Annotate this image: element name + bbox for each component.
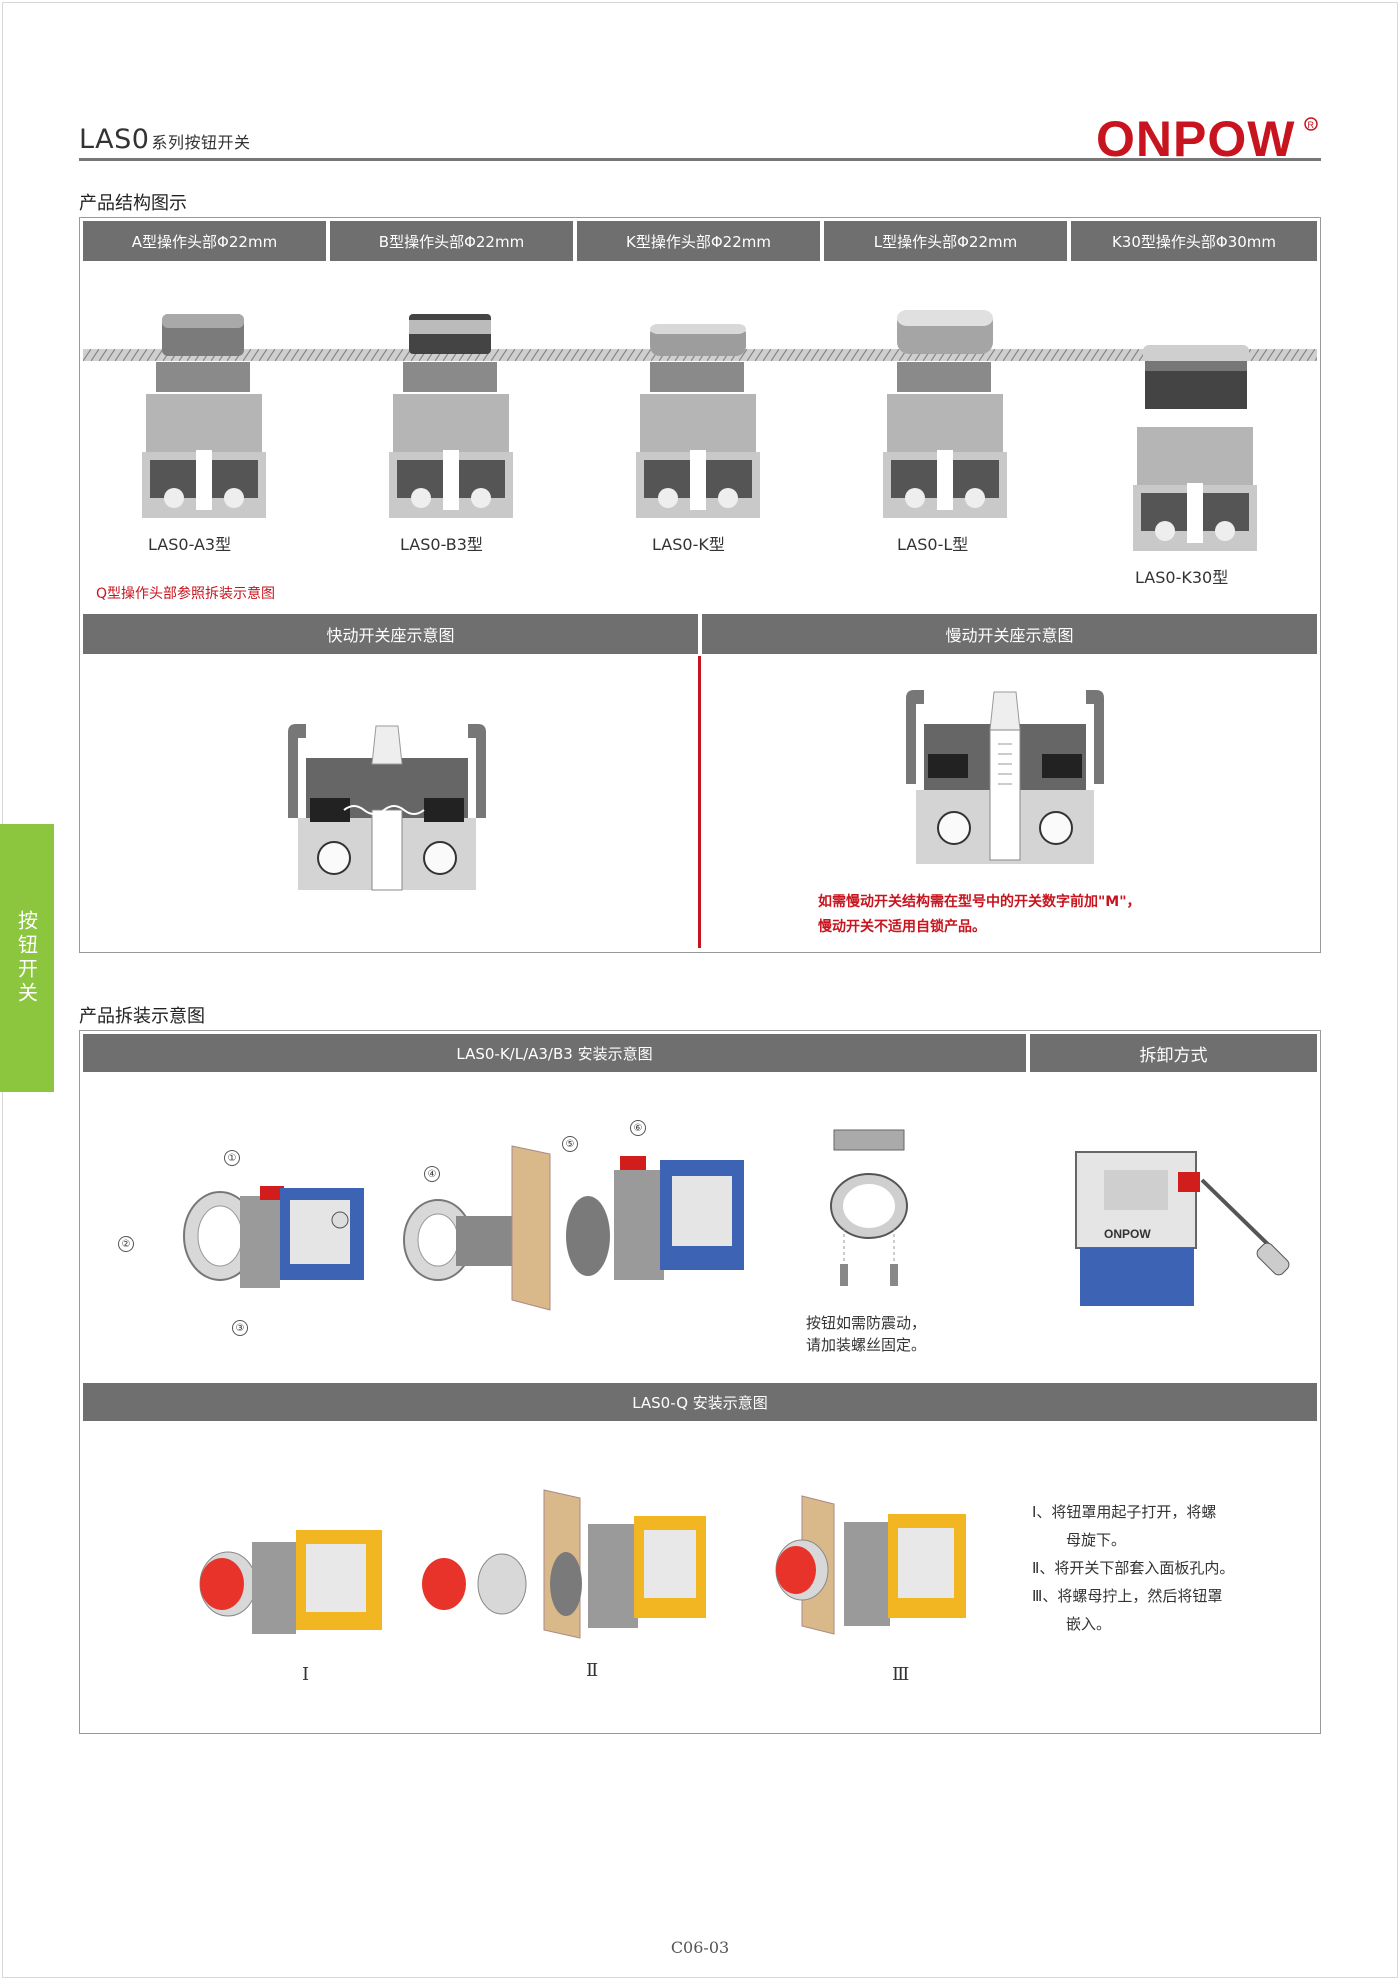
install-header: LAS0-K/L/A3/B3 安装示意图	[83, 1034, 1026, 1072]
col-header-b: B型操作头部Φ22mm	[330, 221, 573, 261]
removal-illustration: ONPOW	[1075, 1151, 1290, 1306]
q-instructions: Ⅰ、将钮罩用起子打开，将螺 母旋下。 Ⅱ、将开关下部套入面板孔内。 Ⅲ、将螺母拧…	[1032, 1498, 1234, 1638]
slow-note-line-1: 如需慢动开关结构需在型号中的开关数字前加"M"，	[818, 894, 1141, 910]
brand-text: ONPOW	[1096, 111, 1295, 167]
q-label-2: Ⅱ	[586, 1660, 599, 1681]
slow-note-line-2: 慢动开关不适用自锁产品。	[818, 919, 986, 935]
assembly-heading: 产品拆装示意图	[79, 1006, 205, 1027]
caption-k30: LAS0-K30型	[1135, 568, 1229, 587]
step-4: ④	[424, 1166, 440, 1182]
button-k30-illustration	[1133, 345, 1257, 551]
button-k-illustration	[636, 324, 760, 518]
caption-a3: LAS0-A3型	[148, 535, 232, 554]
q-install-header: LAS0-Q 安装示意图	[83, 1383, 1317, 1421]
quick-switch-header: 快动开关座示意图	[83, 614, 698, 654]
col-header-a: A型操作头部Φ22mm	[83, 221, 326, 261]
caption-k: LAS0-K型	[652, 535, 725, 554]
install-step-assembled	[183, 1186, 364, 1288]
col-header-k: K型操作头部Φ22mm	[577, 221, 820, 261]
series-name: LAS0	[79, 124, 150, 155]
step-3: ③	[232, 1320, 248, 1336]
q-type-note: Q型操作头部参照拆装示意图	[96, 586, 276, 602]
step-1: ①	[224, 1150, 240, 1166]
screw-note: 按钮如需防震动， 请加装螺丝固定。	[806, 1312, 926, 1356]
slow-switch-header: 慢动开关座示意图	[702, 614, 1317, 654]
q-step-1-illustration	[199, 1530, 382, 1634]
series-suffix: 系列按钮开关	[151, 133, 251, 152]
quick-switch-illustration	[288, 724, 486, 891]
anti-vibration-screw-kit	[830, 1129, 908, 1286]
slow-switch-illustration	[906, 690, 1104, 864]
step-2: ②	[118, 1236, 134, 1252]
removal-brand: ONPOW	[1104, 1227, 1151, 1241]
removal-header: 拆卸方式	[1030, 1034, 1317, 1072]
button-b3-illustration	[389, 314, 513, 518]
caption-b3: LAS0-B3型	[400, 535, 483, 554]
step-5: ⑤	[562, 1136, 578, 1152]
onpow-logo: ONPOW R	[1096, 111, 1318, 167]
button-l-illustration	[883, 310, 1007, 518]
install-step-exploded	[403, 1145, 744, 1311]
q-step-2-illustration	[422, 1489, 706, 1639]
button-a3-illustration	[142, 314, 266, 518]
slow-switch-note: 如需慢动开关结构需在型号中的开关数字前加"M"， 慢动开关不适用自锁产品。	[818, 890, 1141, 940]
col-header-k30: K30型操作头部Φ30mm	[1071, 221, 1317, 261]
screw-note-line-2: 请加装螺丝固定。	[806, 1336, 927, 1354]
q-instruction-1: Ⅰ、将钮罩用起子打开，将螺	[1032, 1503, 1217, 1521]
caption-l: LAS0-L型	[897, 535, 969, 554]
q-instruction-1b: 母旋下。	[1066, 1531, 1127, 1549]
q-label-1: Ⅰ	[302, 1664, 310, 1685]
header-rule	[79, 158, 1321, 161]
section-divider-red	[698, 656, 701, 948]
structure-heading: 产品结构图示	[79, 193, 187, 214]
svg-text:R: R	[1308, 120, 1315, 130]
q-step-3-illustration	[775, 1495, 966, 1635]
screw-note-line-1: 按钮如需防震动，	[806, 1314, 927, 1332]
q-instruction-3: Ⅲ、将螺母拧上，然后将钮罩	[1032, 1587, 1223, 1605]
page-number: C06-03	[670, 1938, 730, 1957]
q-label-3: Ⅲ	[892, 1664, 910, 1685]
q-instruction-2: Ⅱ、将开关下部套入面板孔内。	[1032, 1559, 1235, 1577]
side-tab-push-button-switch[interactable]: 按钮开关	[0, 824, 54, 1092]
col-header-l: L型操作头部Φ22mm	[824, 221, 1067, 261]
q-instruction-3b: 嵌入。	[1066, 1615, 1112, 1633]
step-6: ⑥	[630, 1120, 646, 1136]
